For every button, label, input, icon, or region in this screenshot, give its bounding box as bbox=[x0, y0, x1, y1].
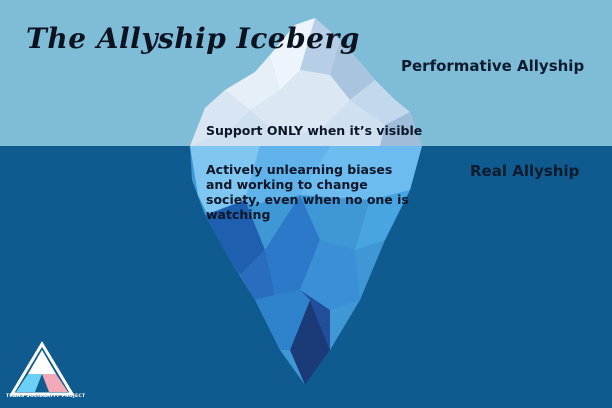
iceberg-submerged bbox=[190, 146, 422, 385]
above-water-text: Support ONLY when it’s visible bbox=[206, 123, 423, 138]
iceberg-tip bbox=[190, 18, 422, 146]
below-water-text: Actively unlearning biases and working t… bbox=[206, 162, 409, 222]
performative-allyship-label: Performative Allyship bbox=[401, 57, 585, 75]
logo-triangle-outline bbox=[9, 341, 75, 396]
logo-triangle-pink bbox=[42, 374, 68, 392]
real-allyship-label: Real Allyship bbox=[470, 162, 580, 180]
logo-triangle-white bbox=[28, 350, 56, 374]
logo-triangle-blue bbox=[16, 374, 42, 392]
logo-text: TRANS SOLIDARITY PROJECT bbox=[6, 394, 86, 399]
trans-solidarity-project-logo bbox=[9, 341, 75, 396]
page-title: The Allyship Iceberg bbox=[26, 22, 360, 55]
